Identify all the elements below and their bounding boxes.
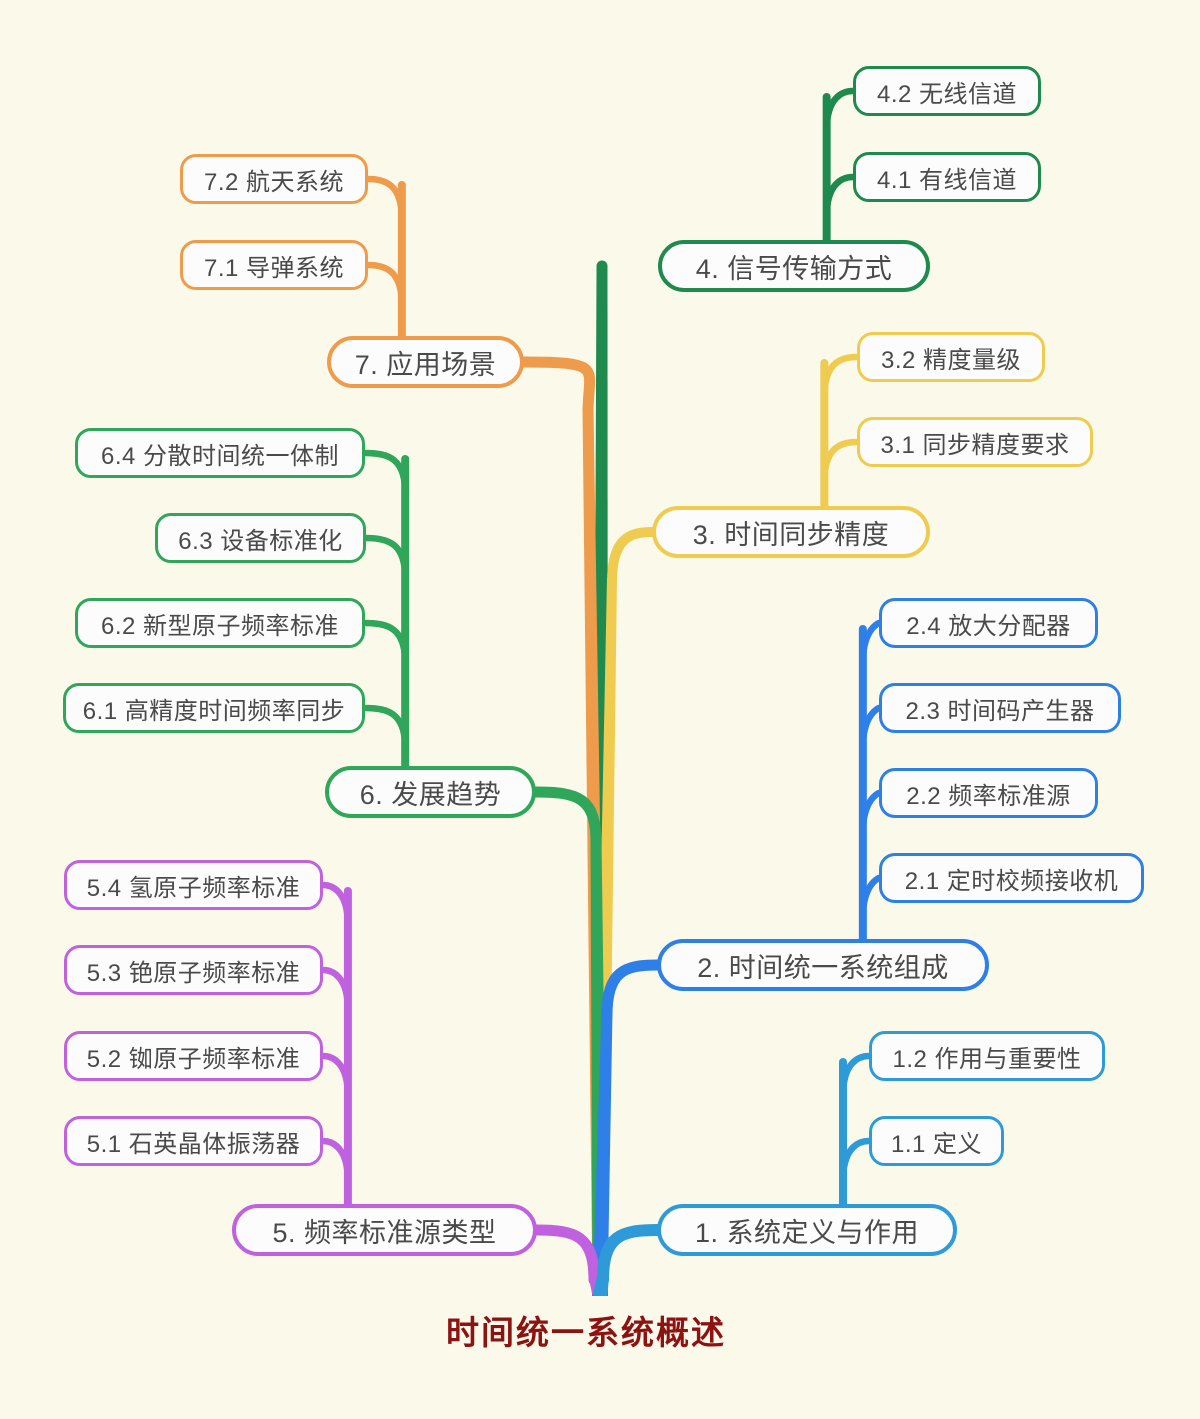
mindmap-connector (823, 87, 857, 135)
mindmap-subnode-node-6-1[interactable]: 6.1 高精度时间频率同步 (63, 683, 365, 733)
mindmap-connector (821, 438, 861, 486)
mindmap-trunk (588, 1276, 608, 1296)
mindmap-subnode-node-3-2[interactable]: 3.2 精度量级 (857, 332, 1045, 382)
mindmap-branch-branch-1[interactable]: 1. 系统定义与作用 (657, 1204, 957, 1256)
mindmap-trunk (592, 578, 617, 1296)
mindmap-connector (364, 175, 406, 223)
mindmap-connector (859, 619, 883, 667)
mindmap-connector (821, 353, 861, 401)
mindmap-subnode-node-4-1[interactable]: 4.1 有线信道 (853, 152, 1041, 202)
mindmap-branch-branch-6[interactable]: 6. 发展趋势 (325, 766, 536, 818)
mindmap-connector (319, 881, 352, 929)
mindmap-subnode-node-7-1[interactable]: 7.1 导弹系统 (180, 240, 368, 290)
mindmap-subnode-node-7-2[interactable]: 7.2 航天系统 (180, 154, 368, 204)
mindmap-connector (597, 1224, 663, 1286)
mindmap-branch-branch-3[interactable]: 3. 时间同步精度 (652, 506, 930, 558)
mindmap-connector (531, 1224, 600, 1286)
mindmap-connector (601, 959, 663, 1021)
mindmap-connector (361, 449, 409, 497)
mindmap-branch-branch-4[interactable]: 4. 信号传输方式 (658, 240, 930, 292)
mindmap-subnode-node-5-2[interactable]: 5.2 铷原子频率标准 (64, 1031, 323, 1081)
mindmap-trunk (592, 1276, 609, 1296)
mindmap-connector (319, 966, 352, 1014)
mindmap-connector (859, 874, 883, 922)
mindmap-subnode-node-2-3[interactable]: 2.3 时间码产生器 (879, 683, 1121, 733)
mindmap-branch-branch-7[interactable]: 7. 应用场景 (327, 336, 524, 388)
mindmap-connector (518, 356, 596, 418)
mindmap-connector (530, 786, 602, 848)
mindmap-subnode-node-5-3[interactable]: 5.3 铯原子频率标准 (64, 945, 323, 995)
mindmap-subnode-node-2-1[interactable]: 2.1 定时校频接收机 (879, 853, 1144, 903)
mindmap-connector (607, 527, 657, 587)
mindmap-connector (823, 173, 857, 221)
mindmap-trunk (592, 274, 608, 1296)
mindmap-subnode-node-4-2[interactable]: 4.2 无线信道 (853, 66, 1041, 116)
mindmap-subnode-node-5-4[interactable]: 5.4 氢原子频率标准 (64, 860, 323, 910)
mindmap-branch-branch-5[interactable]: 5. 频率标准源类型 (232, 1204, 537, 1256)
mindmap-connector (319, 1137, 352, 1185)
mindmap-subnode-node-6-3[interactable]: 6.3 设备标准化 (155, 513, 366, 563)
mindmap-connector (839, 1137, 873, 1185)
mindmap-branch-branch-2[interactable]: 2. 时间统一系统组成 (657, 939, 989, 991)
mindmap-trunk (582, 408, 608, 1296)
mindmap-connector (859, 704, 883, 752)
mindmap-subnode-node-6-4[interactable]: 6.4 分散时间统一体制 (75, 428, 365, 478)
mindmap-connector (361, 619, 409, 667)
root-title: 时间统一系统概述 (446, 1313, 726, 1352)
mindmap-connector (361, 704, 409, 752)
mindmap-subnode-node-6-2[interactable]: 6.2 新型原子频率标准 (75, 598, 365, 648)
mindmap-subnode-node-2-2[interactable]: 2.2 频率标准源 (879, 768, 1098, 818)
mindmap-connector (839, 1052, 873, 1100)
mindmap-connector (364, 261, 406, 309)
mindmap-trunk (590, 838, 608, 1296)
mindmap-connector (859, 789, 883, 837)
mindmap-subnode-node-5-1[interactable]: 5.1 石英晶体振荡器 (64, 1116, 323, 1166)
mindmap-subnode-node-2-4[interactable]: 2.4 放大分配器 (879, 598, 1098, 648)
mindmap-subnode-node-1-2[interactable]: 1.2 作用与重要性 (869, 1031, 1105, 1081)
mindmap-subnode-node-3-1[interactable]: 3.1 同步精度要求 (857, 417, 1093, 467)
mindmap-trunk (592, 1011, 613, 1296)
mindmap-connector (319, 1052, 352, 1100)
mindmap-connector (362, 534, 409, 582)
mindmap-subnode-node-1-1[interactable]: 1.1 定义 (869, 1116, 1004, 1166)
